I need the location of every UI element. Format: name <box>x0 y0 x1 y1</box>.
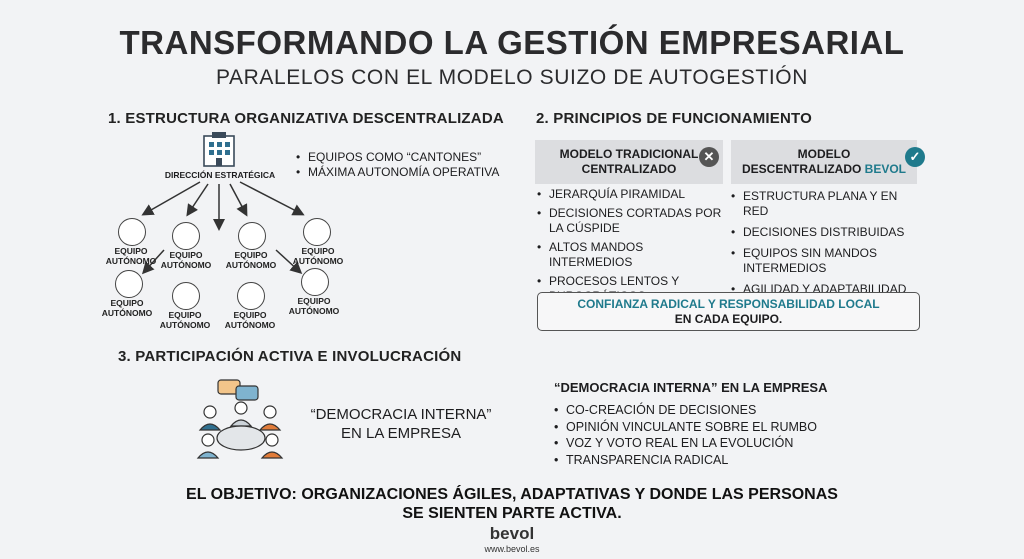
list-item: JERARQUÍA PIRAMIDAL <box>537 187 722 202</box>
list-item: TRANSPARENCIA RADICAL <box>554 452 854 469</box>
website-url: www.bevol.es <box>484 544 540 554</box>
traditional-list: JERARQUÍA PIRAMIDAL DECISIONES CORTADAS … <box>537 187 722 304</box>
target-icon <box>301 268 329 296</box>
gear-icon <box>118 218 146 246</box>
lightbulb-icon <box>172 222 200 250</box>
hierarchy-arrows <box>141 181 305 275</box>
building-icon <box>203 132 235 167</box>
org-chart-diagram <box>141 132 305 275</box>
democracy-quote: “DEMOCRACIA INTERNA”EN LA EMPRESA <box>310 406 492 442</box>
objective-statement: EL OBJETIVO: ORGANIZACIONES ÁGILES, ADAP… <box>186 486 838 522</box>
confidence-line2: EN CADA EQUIPO. <box>674 312 783 326</box>
gear-head-icon <box>238 222 266 250</box>
section3-heading: 3. PARTICIPACIÓN ACTIVA E INVOLUCRACIÓN <box>118 348 462 365</box>
confidence-line1: CONFIANZA RADICAL Y RESPONSABILIDAD LOCA… <box>577 297 880 311</box>
list-item: VOZ Y VOTO REAL EN LA EVOLUCIÓN <box>554 435 854 452</box>
meeting-illustration <box>196 379 284 459</box>
confidence-box: CONFIANZA RADICAL Y RESPONSABILIDAD LOCA… <box>537 292 920 331</box>
section1-heading: 1. ESTRUCTURA ORGANIZATIVA DESCENTRALIZA… <box>108 110 504 127</box>
list-item: CO-CREACIÓN DE DECISIONES <box>554 402 854 419</box>
list-item: MÁXIMA AUTONOMÍA OPERATIVA <box>296 165 506 180</box>
table-icon <box>216 425 266 451</box>
list-item: ESTRUCTURA PLANA Y EN RED <box>731 189 917 219</box>
list-item: EQUIPOS SIN MANDOS INTERMEDIOS <box>731 246 917 276</box>
decentralized-list: ESTRUCTURA PLANA Y EN RED DECISIONES DIS… <box>731 189 917 297</box>
list-item: ALTOS MANDOS INTERMEDIOS <box>537 240 722 270</box>
check-icon: ✓ <box>905 147 925 167</box>
root-label: DIRECCIÓN ESTRATÉGICA <box>164 170 276 180</box>
people-icon <box>196 401 284 459</box>
brand-label: BEVOL <box>864 162 907 176</box>
handshake-icon <box>115 270 143 298</box>
brand-logo: bevol <box>489 524 535 543</box>
democracy-list-heading: “DEMOCRACIA INTERNA” EN LA EMPRESA <box>554 380 828 395</box>
handshake-icon <box>172 282 200 310</box>
democracy-list: CO-CREACIÓN DE DECISIONES OPINIÓN VINCUL… <box>554 402 854 468</box>
list-item: OPINIÓN VINCULANTE SOBRE EL RUMBO <box>554 419 854 436</box>
speech-bubble-icon <box>217 379 259 401</box>
list-item: EQUIPOS COMO “CANTONES” <box>296 150 506 165</box>
list-item: DECISIONES CORTADAS POR LA CÚSPIDE <box>537 206 722 236</box>
page-title: TRANSFORMANDO LA GESTIÓN EMPRESARIAL <box>119 24 905 61</box>
close-icon: ✕ <box>699 147 719 167</box>
section2-heading: 2. PRINCIPIOS DE FUNCIONAMIENTO <box>536 110 812 127</box>
page-subtitle: PARALELOS CON EL MODELO SUIZO DE AUTOGES… <box>216 66 808 89</box>
target-icon <box>237 282 265 310</box>
section1-bullets: EQUIPOS COMO “CANTONES” MÁXIMA AUTONOMÍA… <box>296 150 506 180</box>
list-item: DECISIONES DISTRIBUIDAS <box>731 225 917 240</box>
team-icon <box>303 218 331 246</box>
